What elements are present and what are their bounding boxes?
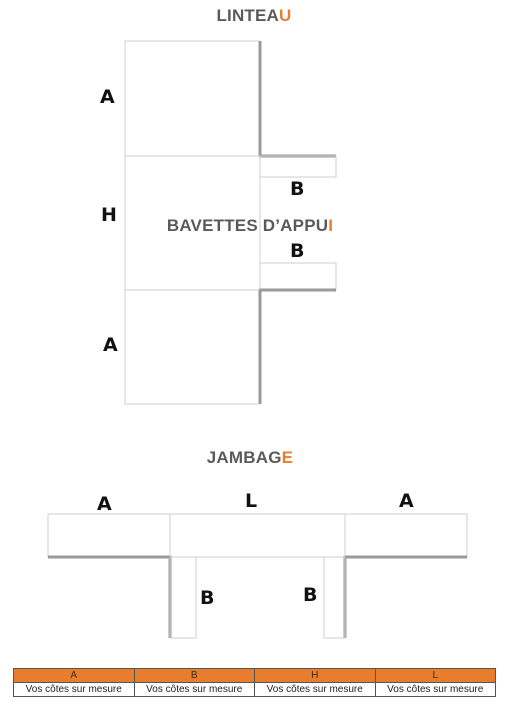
label-a-right: A: [399, 490, 414, 512]
cell-a: Vos côtes sur mesure: [13, 682, 135, 697]
bavette-face-a: [124, 289, 261, 405]
label-l: L: [245, 490, 258, 512]
cell-l: Vos côtes sur mesure: [374, 682, 496, 697]
linteau-flap-b: [259, 155, 337, 178]
linteau-face-a: [124, 40, 261, 157]
table-header-row: A B H L: [13, 668, 496, 683]
label-b-right: B: [303, 584, 318, 606]
label-a-left: A: [97, 493, 112, 515]
cell-b: Vos côtes sur mesure: [133, 682, 255, 697]
jambage-right-face-a: [344, 513, 468, 558]
label-a-bottom: A: [103, 334, 118, 356]
jambage-left-face-a: [47, 513, 171, 558]
label-b-mid: B: [290, 240, 305, 262]
header-l: L: [374, 668, 496, 683]
label-b-top: B: [290, 178, 305, 200]
label-a-top: A: [100, 86, 115, 108]
header-b: B: [133, 668, 255, 683]
header-a: A: [13, 668, 135, 683]
jambage-right-flap-b: [323, 556, 346, 639]
label-h: H: [101, 204, 117, 226]
bavettes-title: BAVETTES D’APPUI: [166, 216, 334, 235]
jambage-face-l: [169, 513, 346, 558]
bavette-flap-b: [259, 262, 337, 291]
cell-h: Vos côtes sur mesure: [254, 682, 376, 697]
linteau-title: LINTEAU: [216, 6, 292, 25]
dimensions-table: A B H L Vos côtes sur mesure Vos côtes s…: [13, 668, 496, 697]
jambage-title: JAMBAGE: [206, 448, 294, 467]
header-h: H: [254, 668, 376, 683]
table-row: Vos côtes sur mesure Vos côtes sur mesur…: [13, 682, 496, 697]
label-b-left: B: [200, 587, 215, 609]
jambage-left-flap-b: [169, 556, 197, 639]
